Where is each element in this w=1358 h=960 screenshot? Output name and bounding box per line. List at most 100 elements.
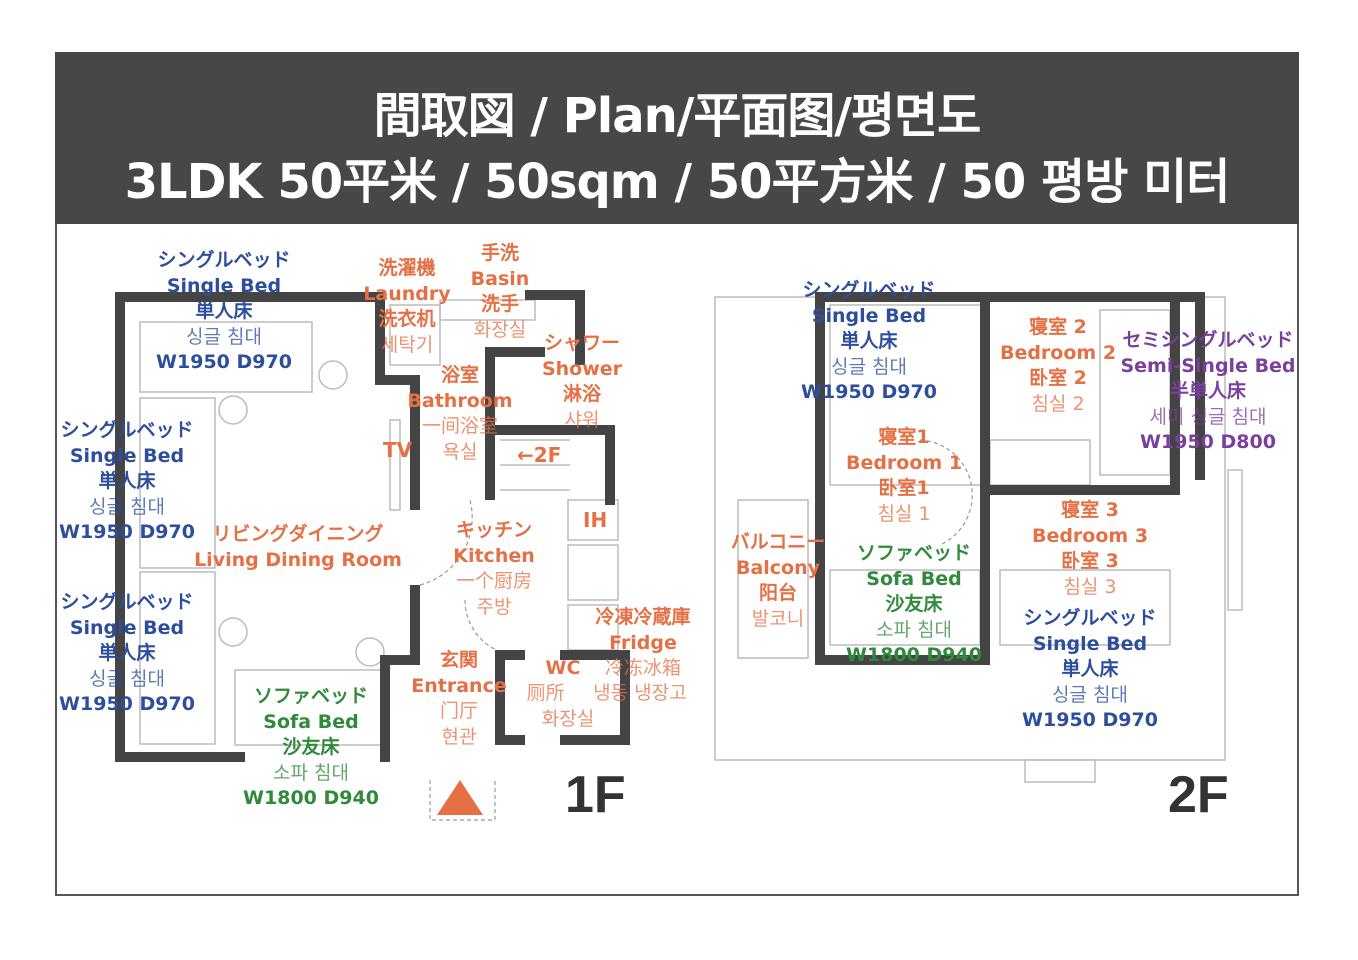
label-line: W1800 D940 bbox=[243, 787, 379, 809]
label-line: Single Bed bbox=[69, 616, 185, 639]
label-line: シングルベッド bbox=[802, 279, 936, 301]
label-tv: TV bbox=[383, 438, 413, 462]
label-line: W1800 D940 bbox=[846, 644, 982, 666]
label-line: W1950 D970 bbox=[156, 351, 292, 373]
label-fridge-ko: 냉동 냉장고 bbox=[593, 681, 686, 707]
label-line: W1950 D970 bbox=[1022, 709, 1158, 731]
label-line: 一个厨房 bbox=[455, 570, 532, 592]
label-line: シャワー bbox=[543, 332, 621, 354]
label-line: Living Dining Room bbox=[194, 548, 402, 571]
label-line: Basin bbox=[470, 267, 530, 290]
label-line: 발코니 bbox=[751, 607, 805, 630]
label-line: Bedroom 3 bbox=[1031, 524, 1149, 547]
label-line: シングルベッド bbox=[1023, 607, 1157, 629]
label-line: 세미 싱글 침대 bbox=[1149, 405, 1267, 428]
label-basin: 手洗 Basin 洗手 화장실 bbox=[471, 241, 530, 343]
label-line: 一间浴室 bbox=[421, 415, 498, 437]
label-bedroom-3: 寝室 3 Bedroom 3 卧室 3 침실 3 bbox=[1032, 498, 1148, 600]
label-line: Bedroom 2 bbox=[999, 341, 1117, 364]
label-line: 沙友床 bbox=[885, 593, 943, 615]
label-line: 샤워 bbox=[564, 408, 600, 431]
label-line: Entrance bbox=[411, 674, 507, 697]
label-line: WC bbox=[545, 657, 581, 679]
label-line: W1950 D970 bbox=[59, 693, 195, 715]
label-line: バルコニー bbox=[730, 531, 826, 553]
label-line: シングルベッド bbox=[60, 419, 194, 441]
label-line: 寝室 2 bbox=[1029, 316, 1087, 338]
label-line: 현관 bbox=[441, 725, 477, 748]
label-line: 침실 3 bbox=[1063, 575, 1117, 598]
label-line: 소파 침대 bbox=[273, 761, 349, 784]
label-line: 寝室 3 bbox=[1061, 499, 1119, 521]
label-1f-single-bed-left-1: シングルベッド Single Bed 単人床 싱글 침대 W1950 D970 bbox=[59, 418, 195, 546]
label-line: 화장실 bbox=[473, 318, 527, 341]
label-line: Bathroom bbox=[407, 389, 513, 412]
entrance-arrow-icon bbox=[437, 780, 483, 815]
label-line: セミシングルベッド bbox=[1122, 329, 1294, 351]
label-line: 싱글 침대 bbox=[89, 667, 165, 690]
label-line: Single Bed bbox=[69, 444, 185, 467]
label-line: 阳台 bbox=[758, 582, 797, 604]
label-line: 洗手 bbox=[480, 293, 519, 315]
label-line: W1950 D970 bbox=[59, 521, 195, 543]
label-line: リビングダイニング bbox=[212, 523, 384, 545]
title-line-2: 3LDK 50平米 / 50sqm / 50平方米 / 50 평방 미터 bbox=[124, 154, 1231, 210]
label-line: 厕所 bbox=[526, 682, 565, 704]
label-line: 싱글 침대 bbox=[89, 495, 165, 518]
walls bbox=[115, 290, 1205, 762]
label-line: ソファベッド bbox=[253, 685, 369, 707]
label-line: 淋浴 bbox=[562, 383, 602, 405]
label-line: Balcony bbox=[735, 556, 821, 579]
label-line: 冷凍冷蔵庫 bbox=[595, 606, 691, 628]
label-line: 卧室 2 bbox=[1029, 367, 1087, 389]
label-ih-stove: IH bbox=[583, 508, 608, 532]
label-line: 침실 1 bbox=[877, 502, 931, 525]
label-line: 卧室 3 bbox=[1061, 550, 1119, 572]
label-line: Laundry bbox=[363, 282, 451, 305]
label-living-dining: リビングダイニング Living Dining Room bbox=[194, 522, 402, 573]
label-line: Semi-Single Bed bbox=[1120, 354, 1296, 377]
label-line: シングルベッド bbox=[157, 249, 291, 271]
label-stairs-to-2f: ←2F bbox=[517, 443, 562, 467]
label-line: W1950 D800 bbox=[1140, 431, 1276, 453]
label-line: 门厅 bbox=[439, 700, 478, 722]
label-line: 沙友床 bbox=[282, 736, 340, 758]
label-balcony: バルコニー Balcony 阳台 발코니 bbox=[731, 530, 826, 632]
furniture-outlines bbox=[139, 296, 1243, 783]
label-line: Shower bbox=[541, 357, 623, 380]
label-line: ソファベッド bbox=[856, 542, 972, 564]
label-line: 소파 침대 bbox=[876, 618, 952, 641]
label-line: キッチン bbox=[455, 519, 532, 541]
label-line: 単人床 bbox=[840, 330, 898, 352]
label-line: 주방 bbox=[476, 595, 512, 618]
label-line: 싱글 침대 bbox=[186, 325, 262, 348]
label-line: Single Bed bbox=[811, 304, 927, 327]
label-line: 싱글 침대 bbox=[831, 355, 907, 378]
label-line: Fridge bbox=[609, 631, 677, 654]
label-line: W1950 D970 bbox=[801, 381, 937, 403]
label-line: 卧室1 bbox=[878, 477, 930, 499]
title-line-1: 間取図 / Plan/平面图/평면도 bbox=[373, 88, 982, 144]
label-wc: WC bbox=[546, 656, 581, 682]
label-line: 浴室 bbox=[440, 364, 479, 386]
label-line: 単人床 bbox=[98, 642, 156, 664]
label-line: 洗濯機 bbox=[378, 257, 436, 279]
label-line: 手洗 bbox=[480, 242, 519, 264]
label-line: 寝室1 bbox=[878, 426, 930, 448]
label-line: 単人床 bbox=[1061, 658, 1119, 680]
label-line: 単人床 bbox=[98, 470, 156, 492]
header-banner: 間取図 / Plan/平面图/평면도 3LDK 50平米 / 50sqm / 5… bbox=[55, 52, 1299, 224]
label-line: Bedroom 1 bbox=[845, 451, 963, 474]
